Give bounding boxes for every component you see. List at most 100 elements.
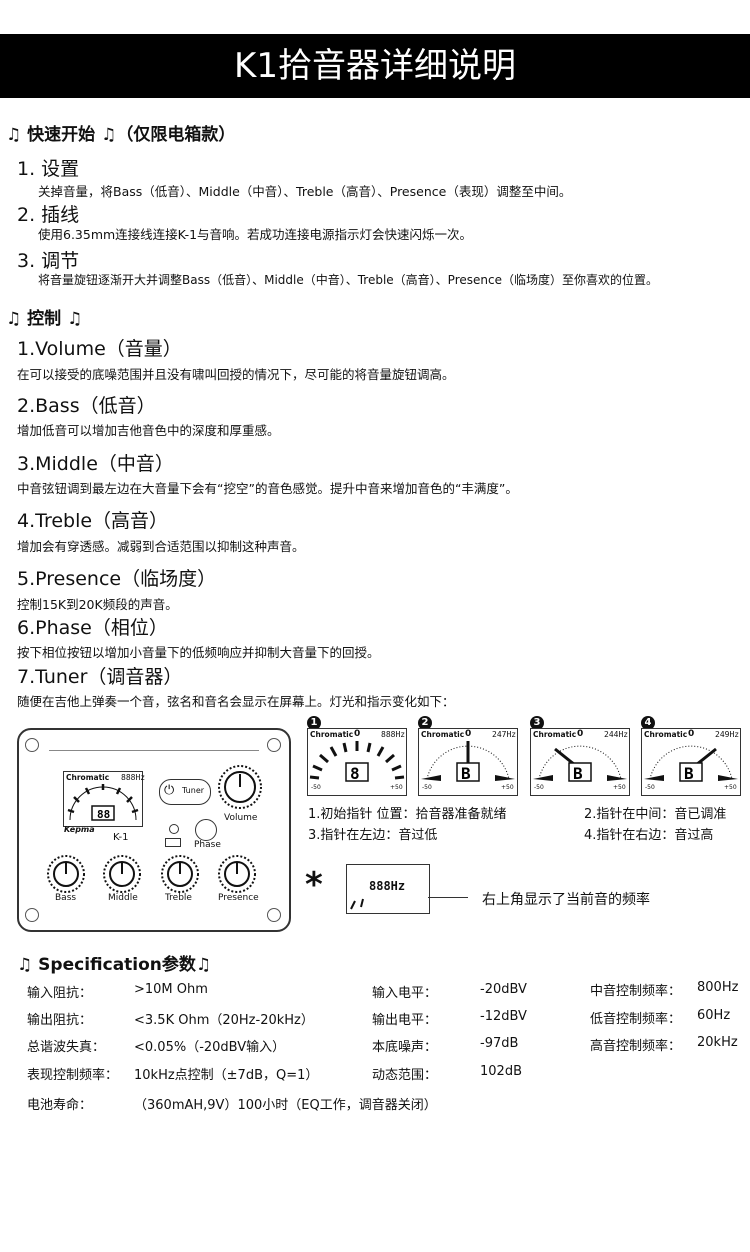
screw-icon bbox=[267, 738, 281, 752]
phase-button[interactable] bbox=[195, 819, 217, 841]
tuner-lcd: Chromatic 0 249Hz B -50 +50 bbox=[641, 728, 741, 796]
tuner-display-1: 1 Chromatic 0 888Hz 8 -50 +50 bbox=[307, 710, 407, 796]
control-desc: 按下相位按钮以增加小音量下的低频响应并抑制大音量下的回授。 bbox=[17, 645, 380, 660]
control-title: 5.Presence（临场度） bbox=[17, 568, 217, 590]
spec-value: <0.05%（-20dBV输入） bbox=[134, 1040, 286, 1055]
tuner-needle-center-icon: B bbox=[421, 741, 515, 783]
spec-label: 输入电平： bbox=[372, 986, 438, 1001]
screw-icon bbox=[25, 738, 39, 752]
spec-label: 低音控制频率： bbox=[590, 1012, 682, 1027]
step-desc: 将音量旋钮逐渐开大并调整Bass（低音）、Middle（中音）、Treble（高… bbox=[38, 273, 658, 287]
step-desc: 使用6.35mm连接线连接K-1与音响。若成功连接电源指示灯会快速闪烁一次。 bbox=[38, 227, 473, 242]
page-title: K1拾音器详细说明 bbox=[234, 46, 516, 86]
control-title: 3.Middle（中音） bbox=[17, 453, 174, 475]
svg-text:8: 8 bbox=[350, 764, 360, 783]
volume-knob[interactable] bbox=[217, 764, 263, 810]
control-title: 1.Volume（音量） bbox=[17, 338, 182, 360]
tuner-lcd: Chromatic 0 244Hz B -50 +50 bbox=[530, 728, 630, 796]
brand-logo: Kepma bbox=[64, 825, 95, 834]
lcd-label: Chromatic bbox=[644, 730, 688, 739]
step-title: 2. 插线 bbox=[17, 204, 80, 226]
control-title: 6.Phase（相位） bbox=[17, 617, 168, 639]
control-desc: 增加会有穿透感。减弱到合适范围以抑制这种声音。 bbox=[17, 539, 305, 554]
svg-text:B: B bbox=[573, 764, 583, 783]
tuner-note: 3.指针在左边：音过低 bbox=[308, 828, 438, 843]
bass-label: Bass bbox=[55, 893, 77, 903]
lcd-label: Chromatic bbox=[66, 773, 110, 782]
scale-plus: +50 bbox=[501, 784, 514, 791]
step-number-badge: 2 bbox=[418, 716, 432, 730]
bass-knob[interactable] bbox=[46, 854, 86, 894]
tuner-note: 4.指针在右边：音过高 bbox=[584, 828, 714, 843]
control-desc: 随便在吉他上弹奏一个音，弦名和音名会显示在屏幕上。灯光和指示变化如下： bbox=[17, 694, 455, 709]
screw-icon bbox=[25, 908, 39, 922]
spec-value: 102dB bbox=[480, 1064, 522, 1079]
battery-icon bbox=[165, 838, 181, 847]
tuner-display-4: 4 Chromatic 0 249Hz B -50 +50 bbox=[641, 710, 741, 796]
control-title: 7.Tuner（调音器） bbox=[17, 666, 183, 688]
spec-label: 高音控制频率： bbox=[590, 1039, 682, 1054]
step-number-badge: 1 bbox=[307, 716, 321, 730]
control-desc: 增加低音可以增加吉他音色中的深度和厚重感。 bbox=[17, 423, 280, 438]
spec-label: 电池寿命： bbox=[27, 1098, 93, 1113]
spec-value: -12dBV bbox=[480, 1009, 527, 1024]
spec-label: 本底噪声： bbox=[372, 1040, 438, 1055]
scale-plus: +50 bbox=[390, 784, 403, 791]
spec-value: >10M Ohm bbox=[134, 982, 208, 997]
presence-knob[interactable] bbox=[217, 854, 257, 894]
controls-heading: ♫ 控制 ♫ bbox=[6, 309, 83, 329]
lcd-label: Chromatic bbox=[533, 730, 577, 739]
lcd-frequency: 888Hz bbox=[121, 773, 146, 782]
freq-callout-text: 右上角显示了当前音的频率 bbox=[482, 892, 650, 908]
panel-divider bbox=[49, 750, 259, 751]
spec-label: 输入阻抗： bbox=[27, 986, 93, 1001]
spec-value: -20dBV bbox=[480, 982, 527, 997]
presence-label: Presence bbox=[218, 893, 259, 903]
tuner-button[interactable]: ⏻ Tuner bbox=[159, 779, 211, 805]
tuner-meter-icon: 8 bbox=[309, 741, 405, 783]
middle-knob[interactable] bbox=[102, 854, 142, 894]
spec-label: 表现控制频率： bbox=[27, 1068, 119, 1083]
tuner-lcd: Chromatic 888Hz 88 bbox=[63, 771, 146, 827]
step-desc: 关掉音量，将Bass（低音）、Middle（中音）、Treble（高音）、Pre… bbox=[38, 184, 572, 199]
lcd-label: Chromatic bbox=[421, 730, 465, 739]
scale-plus: +50 bbox=[613, 784, 626, 791]
scale-zero: 0 bbox=[465, 729, 472, 739]
spec-label: 输出电平： bbox=[372, 1013, 438, 1028]
model-label: K-1 bbox=[113, 832, 129, 843]
step-title: 1. 设置 bbox=[17, 158, 80, 180]
tuner-label: Tuner bbox=[182, 786, 205, 795]
tuner-lcd: Chromatic 0 247Hz B -50 +50 bbox=[418, 728, 518, 796]
tuner-needle-left-icon: B bbox=[533, 745, 627, 783]
treble-knob[interactable] bbox=[160, 854, 200, 894]
scale-minus: -50 bbox=[311, 784, 321, 791]
control-title: 4.Treble（高音） bbox=[17, 510, 169, 532]
lcd-frequency: 247Hz bbox=[492, 730, 517, 739]
tuner-needle-right-icon: B bbox=[644, 745, 738, 783]
tuner-note: 2.指针在中间：音已调准 bbox=[584, 807, 727, 822]
tuner-note: 1.初始指针 位置：拾音器准备就绪 bbox=[308, 807, 507, 822]
lcd-label: Chromatic bbox=[310, 730, 354, 739]
control-desc: 在可以接受的底噪范围并且没有啸叫回授的情况下，尽可能的将音量旋钮调高。 bbox=[17, 367, 455, 382]
tuner-meter-icon: 88 bbox=[67, 784, 139, 821]
control-desc: 控制15K到20K频段的声音。 bbox=[17, 597, 178, 612]
volume-label: Volume bbox=[224, 813, 258, 823]
spec-value: -97dB bbox=[480, 1036, 519, 1051]
note-letter: B bbox=[461, 764, 471, 783]
music-note-icon: ♫ bbox=[17, 955, 39, 975]
lcd-frequency: 249Hz bbox=[715, 730, 740, 739]
scale-minus: -50 bbox=[534, 784, 544, 791]
music-note-icon: ♫ bbox=[195, 955, 212, 975]
power-icon: ⏻ bbox=[164, 783, 175, 798]
spec-value: 800Hz bbox=[697, 980, 739, 995]
step-number-badge: 3 bbox=[530, 716, 544, 730]
svg-text:B: B bbox=[684, 764, 694, 783]
step-number-badge: 4 bbox=[641, 716, 655, 730]
spec-heading: ♫ Specification参数♫ bbox=[17, 950, 211, 975]
middle-label: Middle bbox=[108, 893, 138, 903]
tuner-lcd: Chromatic 0 888Hz 8 -50 +50 bbox=[307, 728, 407, 796]
lcd-frequency: 244Hz bbox=[604, 730, 629, 739]
phase-label: Phase bbox=[194, 840, 221, 850]
spec-title: Specification参数 bbox=[38, 955, 196, 975]
svg-text:88: 88 bbox=[97, 808, 110, 821]
